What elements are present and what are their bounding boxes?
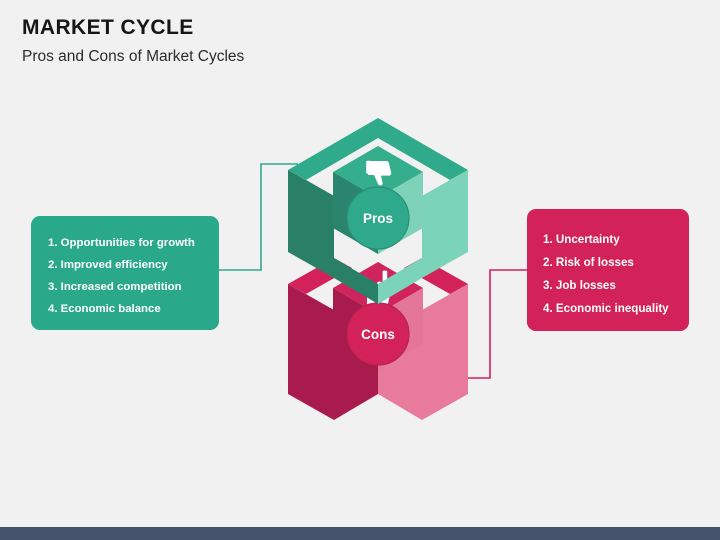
footer-bar xyxy=(0,527,720,540)
list-item: 3. Job losses xyxy=(543,279,616,292)
cons-badge[interactable]: Cons xyxy=(346,302,410,366)
cons-panel[interactable]: 1. Uncertainty 2. Risk of losses 3. Job … xyxy=(527,209,689,331)
pros-outer-shell[interactable] xyxy=(288,118,468,304)
pros-panel[interactable]: 1. Opportunities for growth 2. Improved … xyxy=(31,216,219,330)
pros-shell-leg-left xyxy=(334,258,378,304)
pros-shell-left-inner-wall xyxy=(306,180,334,258)
list-item: 3. Increased competition xyxy=(48,281,182,293)
cons-shell-right-wall xyxy=(422,284,468,420)
pros-shell-top-face xyxy=(288,118,468,180)
market-cycle-graphic: Cons xyxy=(288,118,468,420)
list-item: 1. Opportunities for growth xyxy=(48,237,195,249)
cons-shell-left-wall xyxy=(288,284,334,420)
pros-badge-circle xyxy=(346,186,410,250)
list-item: 4. Economic inequality xyxy=(543,302,669,315)
list-item: 2. Improved efficiency xyxy=(48,259,168,271)
page-title: MARKET CYCLE xyxy=(22,16,194,39)
thumbs-up-icon xyxy=(366,160,392,186)
pros-badge[interactable]: Pros xyxy=(346,186,410,250)
page-subtitle: Pros and Cons of Market Cycles xyxy=(22,48,245,65)
list-item: 2. Risk of losses xyxy=(543,256,634,269)
pros-inner-cube[interactable]: Pros xyxy=(333,146,423,254)
pros-badge-label: Pros xyxy=(363,211,393,226)
list-item: 1. Uncertainty xyxy=(543,233,620,246)
pros-shell-right-inner-wall xyxy=(422,180,450,258)
list-item: 4. Economic balance xyxy=(48,303,161,315)
cons-badge-label: Cons xyxy=(361,327,395,342)
pros-shell-leg-right xyxy=(378,258,422,304)
